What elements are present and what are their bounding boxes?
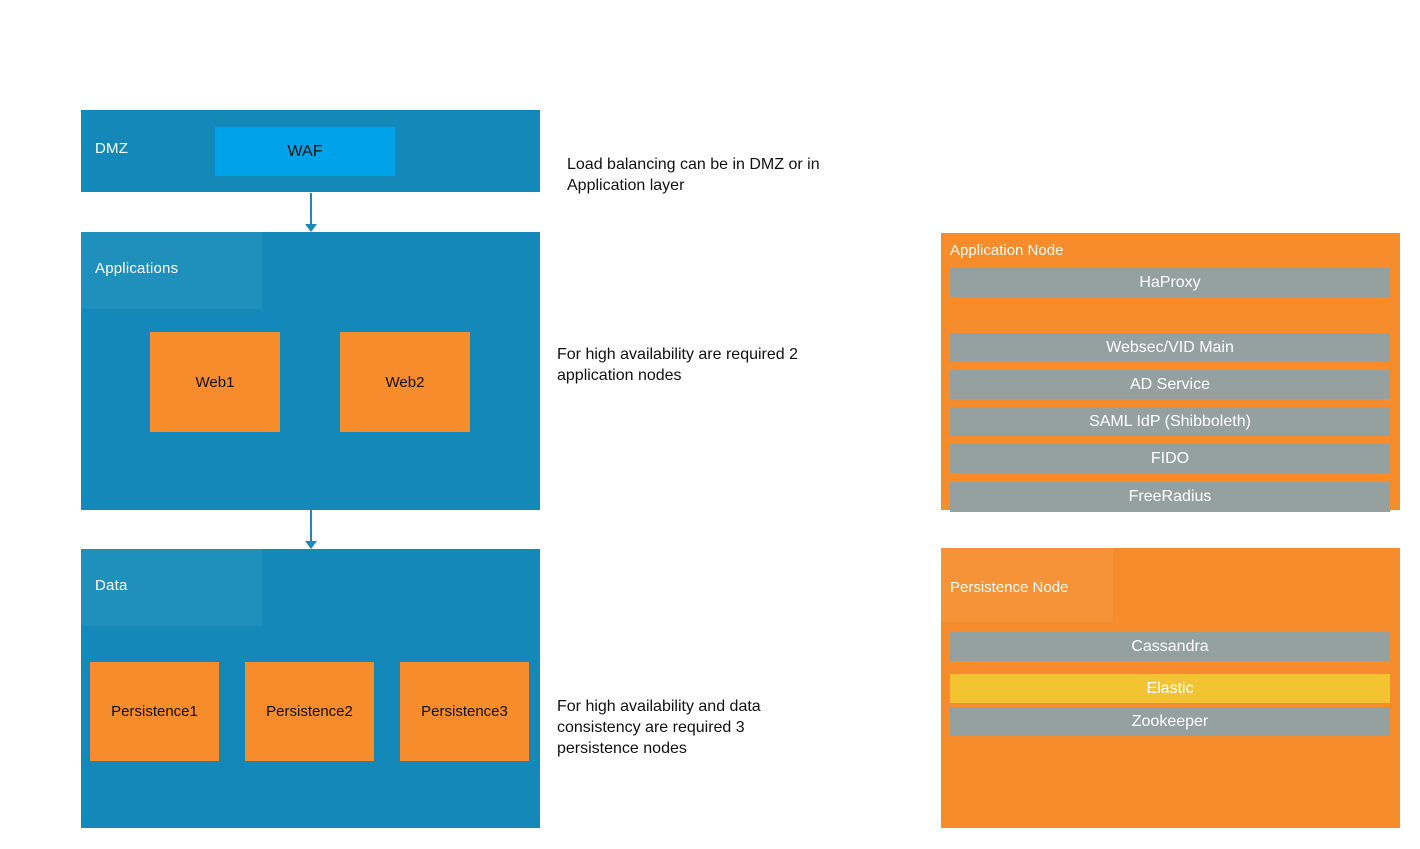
applications-layer-label: Applications [95,260,179,277]
annotation-line: persistence nodes [557,740,687,757]
service-bar-freeradius: FreeRadius [950,482,1390,512]
annotation-line: For high availability are required 2 [557,346,799,363]
arrow-applications-to-data-icon [304,510,318,549]
web1-node: Web1 [150,332,280,432]
annotation-persistence-ha: For high availability and data consisten… [557,696,761,759]
waf-node-label: WAF [287,142,323,160]
service-label: FIDO [1150,449,1190,467]
arrow-head [305,224,317,232]
dmz-layer: DMZ WAF [81,110,540,192]
annotation-line: application nodes [557,367,682,384]
service-label: SAML IdP (Shibboleth) [1089,412,1251,430]
persistence1-node: Persistence1 [90,662,219,761]
annotation-line: Application layer [567,177,685,194]
service-bar-zookeeper: Zookeeper [950,707,1390,736]
service-label: Websec/VID Main [1106,338,1234,356]
service-bar-fido: FIDO [950,444,1390,473]
service-label: FreeRadius [1128,488,1212,505]
web2-node: Web2 [340,332,470,432]
annotation-line: Load balancing can be in DMZ or in [567,156,820,173]
service-bar-haproxy: HaProxy [950,268,1390,297]
service-bar-cassandra: Cassandra [950,632,1390,661]
service-label: Cassandra [1131,637,1209,655]
annotation-line: consistency are required 3 [557,719,745,736]
web2-node-label: Web2 [385,373,425,391]
service-label: Zookeeper [1131,712,1209,730]
service-bar-websec-vid-main: Websec/VID Main [950,333,1390,362]
annotation-line: For high availability and data [557,698,761,715]
service-bar-saml-idp: SAML IdP (Shibboleth) [950,407,1390,436]
dmz-layer-label: DMZ [95,140,129,157]
service-bar-elastic: Elastic [950,674,1390,703]
arrow-dmz-to-applications-icon [304,193,318,232]
annotation-application-ha: For high availability are required 2 app… [557,344,798,386]
arrow-shaft [310,510,312,543]
data-layer-label: Data [95,577,128,594]
application-node-title: Application Node [950,242,1064,259]
persistence-node-panel: Persistence Node Cassandra Elastic Zooke… [941,548,1400,828]
service-bar-ad-service: AD Service [950,370,1390,399]
persistence-node-title: Persistence Node [950,579,1069,596]
persistence3-node-label: Persistence3 [421,703,508,720]
arrow-head [305,541,317,549]
service-label: HaProxy [1139,273,1201,291]
service-label: AD Service [1129,375,1211,393]
web1-node-label: Web1 [195,373,235,391]
persistence1-node-label: Persistence1 [111,703,198,720]
applications-layer: Applications Web1 Web2 [81,232,540,510]
application-node-panel: Application Node HaProxy Websec/VID Main… [941,233,1400,512]
waf-node: WAF [215,127,395,176]
arrow-shaft [310,193,312,226]
persistence3-node: Persistence3 [400,662,529,761]
service-label: Elastic [1146,679,1194,697]
persistence2-node: Persistence2 [245,662,374,761]
persistence2-node-label: Persistence2 [266,703,353,720]
annotation-load-balancing: Load balancing can be in DMZ or in Appli… [567,154,820,196]
data-layer: Data Persistence1 Persistence2 Persisten… [81,549,540,828]
